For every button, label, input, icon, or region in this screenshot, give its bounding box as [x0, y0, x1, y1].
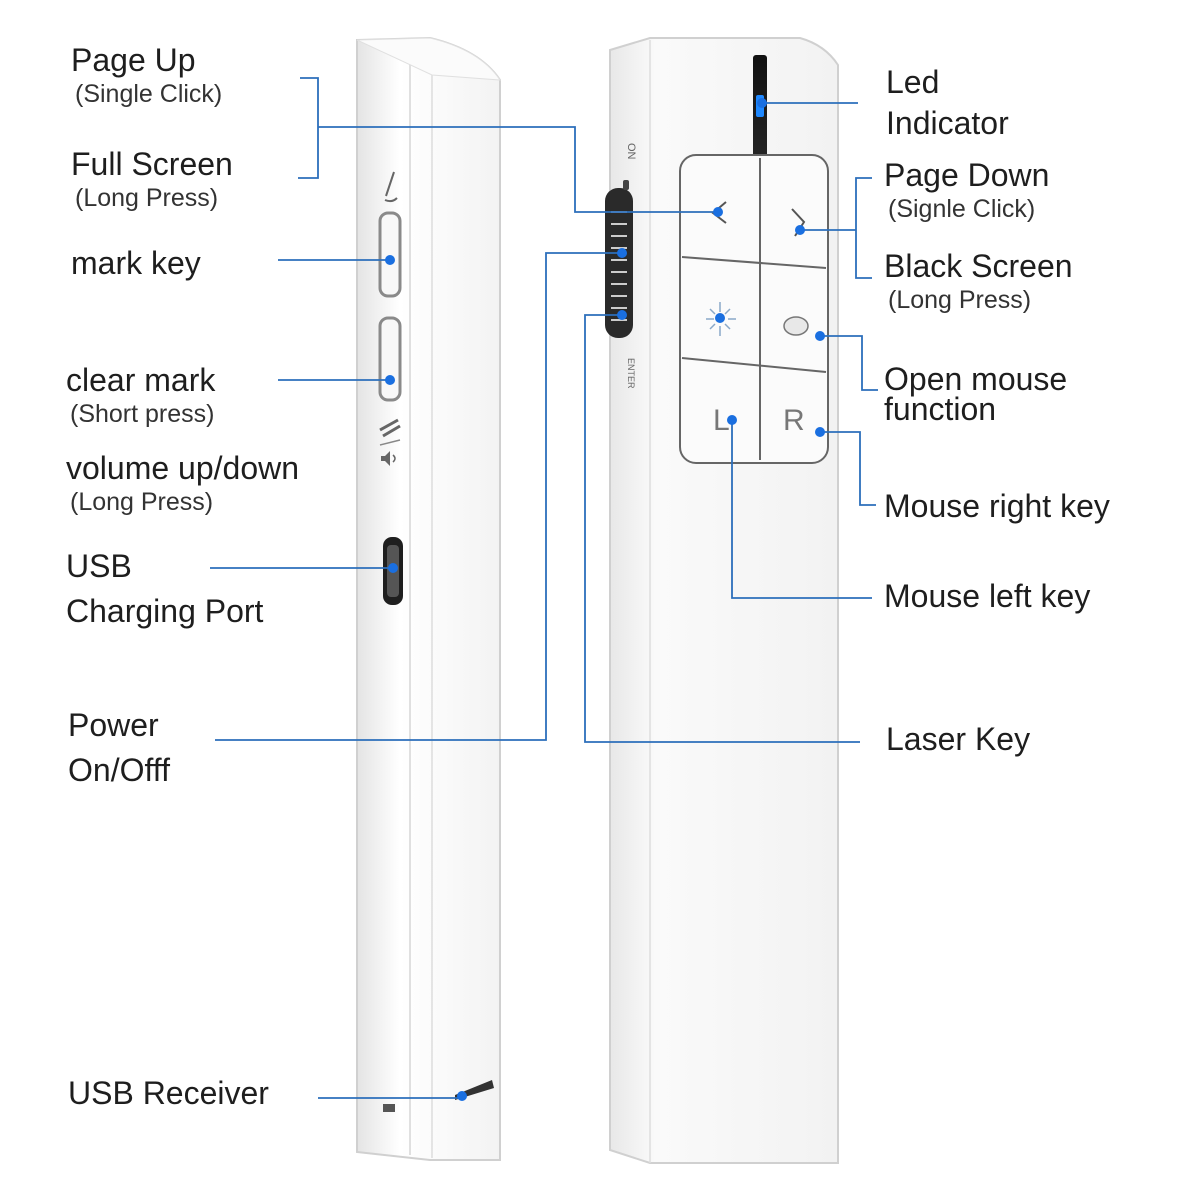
- full-screen-subtitle: (Long Press): [75, 184, 219, 212]
- volume-label: volume up/down (Long Press): [66, 452, 299, 515]
- page-down-label: Page Down (Signle Click): [884, 159, 1049, 222]
- clear-mark-subtitle: (Short press): [70, 400, 215, 428]
- side-view-device: [356, 36, 501, 1161]
- page-down-title: Page Down: [884, 157, 1050, 193]
- power-leader: [215, 252, 622, 741]
- keypad: [679, 154, 829, 464]
- power-line1: Power: [68, 707, 159, 743]
- open-mouse-label: Open mouse function: [884, 361, 1068, 428]
- power-slider[interactable]: [605, 188, 633, 338]
- volume-title: volume up/down: [66, 450, 300, 486]
- page-up-leader: [318, 126, 718, 213]
- open-mouse-line2: function: [884, 391, 997, 428]
- black-screen-label: Black Screen (Long Press): [884, 250, 1073, 313]
- page-up-title: Page Up: [71, 42, 196, 78]
- laser-key-icon[interactable]: [706, 302, 736, 336]
- pen-icon: [384, 171, 398, 203]
- mouse-right-title: Mouse right key: [884, 488, 1110, 524]
- black-screen-subtitle: (Long Press): [888, 286, 1032, 314]
- led-indicator-label: Led Indicator: [886, 64, 1009, 142]
- black-screen-title: Black Screen: [884, 248, 1073, 284]
- callout-dots: [385, 98, 825, 1101]
- eraser-icon: [379, 418, 401, 438]
- mark-key-title: mark key: [71, 245, 201, 281]
- usb-receiver-label: USB Receiver: [68, 1077, 269, 1109]
- leader-lines: [210, 77, 878, 1099]
- clear-mark-label: clear mark (Short press): [66, 364, 215, 427]
- led-line2: Indicator: [886, 104, 1009, 141]
- open-mouse-leader: [820, 335, 878, 391]
- usb-charging-line2: Charging Port: [66, 592, 264, 629]
- front-view-device: ON ENTER L R: [605, 37, 839, 1164]
- page-up-key-icon[interactable]: [711, 201, 727, 224]
- page-down-bracket: [855, 177, 872, 279]
- mark-key-button[interactable]: [378, 211, 402, 298]
- usb-charging-line1: USB: [66, 548, 132, 584]
- on-marking: ON: [625, 143, 637, 160]
- page-down-subtitle: (Signle Click): [888, 195, 1036, 223]
- mouse-left-label: Mouse left key: [884, 580, 1090, 612]
- mouse-right-label: Mouse right key: [884, 490, 1110, 522]
- led-line1: Led: [886, 64, 940, 100]
- mouse-key-icon[interactable]: [783, 316, 809, 336]
- clear-mark-title: clear mark: [66, 362, 216, 398]
- laser-key-leader: [584, 314, 860, 743]
- laser-key-title: Laser Key: [886, 721, 1031, 757]
- mouse-right-leader: [820, 431, 876, 506]
- full-screen-label: Full Screen (Long Press): [71, 148, 233, 211]
- open-mouse-line1: Open mouse: [884, 361, 1068, 397]
- power-line2: On/Offf: [68, 751, 170, 788]
- mark-key-label: mark key: [71, 247, 201, 279]
- left-key-marking[interactable]: L: [713, 404, 730, 437]
- volume-subtitle: (Long Press): [70, 488, 214, 516]
- power-label: Power On/Offf: [68, 707, 170, 789]
- mouse-left-title: Mouse left key: [884, 578, 1091, 614]
- enter-marking: ENTER: [626, 358, 636, 389]
- usb-receiver-title: USB Receiver: [68, 1075, 269, 1111]
- full-screen-title: Full Screen: [71, 146, 233, 182]
- speaker-icon: [381, 451, 390, 466]
- page-up-subtitle: (Single Click): [75, 80, 223, 108]
- page-up-label: Page Up (Single Click): [71, 44, 222, 107]
- right-key-marking[interactable]: R: [783, 404, 805, 437]
- laser-key-label: Laser Key: [886, 723, 1030, 755]
- mouse-left-leader: [731, 420, 872, 599]
- page-up-bracket: [298, 77, 319, 179]
- clear-mark-button[interactable]: [378, 316, 402, 402]
- usb-charging-label: USB Charging Port: [66, 548, 263, 630]
